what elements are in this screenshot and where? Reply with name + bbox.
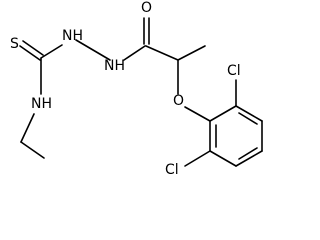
bond-s-c-double-1 (19, 45, 41, 61)
ring-bond-1 (209, 105, 237, 122)
bond-oether-aryl (184, 106, 211, 122)
bond-nh-carbonyl (123, 45, 146, 61)
bond-ring-cl-bottom (184, 150, 211, 167)
bond-s-c-double-2 (22, 40, 44, 56)
ring-bond-5 (209, 150, 237, 167)
atom-label-cl-top: Cl (227, 63, 241, 79)
bond-nh-nh (75, 39, 111, 61)
atom-label-s: S (10, 36, 19, 52)
bond-carbonyl-ch (145, 45, 179, 61)
ring-inner-bond-1 (238, 112, 258, 125)
atom-label-nh-hydrazide-1: NH (62, 28, 83, 44)
molecule-structure-diagram: S NH NH NH O O Cl Cl (10, 0, 263, 178)
ring-bond-4 (235, 150, 263, 167)
atom-label-cl-bottom: Cl (165, 162, 179, 178)
atom-label-o-ether: O (173, 93, 184, 109)
atom-label-nh-ethyl: NH (31, 96, 52, 112)
bond-ch-methyl (177, 45, 206, 61)
bond-ethyl-ch2-ch3 (20, 141, 45, 159)
ring-inner-bond-2 (238, 147, 258, 160)
ring-bond-2 (235, 105, 263, 122)
bond-nh-ethyl-ch2 (20, 113, 35, 143)
bond-c-nh-upper (40, 44, 63, 59)
atom-label-o-carbonyl: O (141, 0, 152, 16)
atom-label-nh-hydrazide-2: NH (104, 58, 125, 74)
